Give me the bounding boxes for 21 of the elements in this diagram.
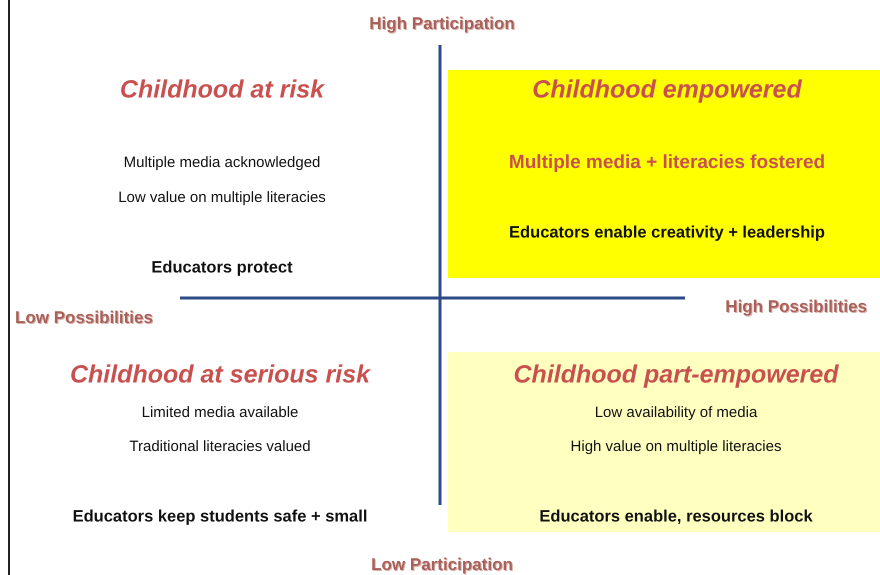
quadrant-panel — [448, 70, 880, 278]
quadrant-text: Traditional literacies valued — [129, 438, 311, 455]
quadrant-heading: Childhood at risk — [120, 76, 324, 104]
educator-role-text: Educators keep students safe + small — [72, 508, 368, 526]
educator-role-text: Educators enable creativity + leadership — [509, 224, 825, 242]
quadrant-text: Multiple media acknowledged — [124, 154, 320, 171]
axis-label: Low Possibilities — [15, 308, 153, 328]
quadrant-text: High value on multiple literacies — [570, 438, 782, 455]
quadrant-panel — [448, 352, 880, 532]
quadrant-heading: Childhood part-empowered — [514, 360, 838, 388]
axis-label: High Possibilities — [725, 297, 867, 317]
educator-role-text: Educators protect — [151, 258, 293, 276]
educator-role-text: Educators enable, resources block — [539, 508, 813, 526]
quadrant-highlight-text: Multiple media + literacies fostered — [508, 152, 826, 173]
quadrant-text: Limited media available — [142, 404, 298, 421]
quadrant-heading: Childhood at serious risk — [70, 360, 370, 388]
axis-label: High Participation — [369, 14, 515, 34]
quadrant-text: Low value on multiple literacies — [118, 189, 326, 206]
quadrant-heading: Childhood empowered — [532, 76, 802, 104]
quadrant-text: Low availability of media — [594, 404, 758, 421]
axis-label: Low Participation — [371, 555, 513, 575]
